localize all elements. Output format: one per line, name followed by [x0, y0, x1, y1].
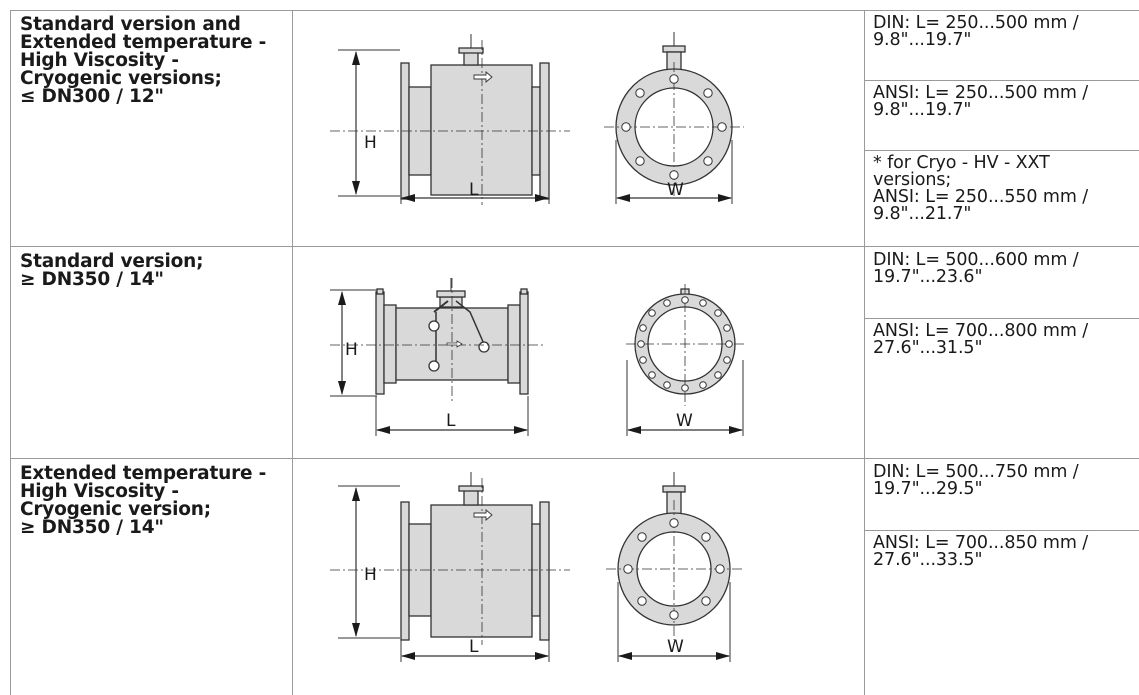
dim-divider	[864, 318, 1139, 319]
dim-cryo-note-row-1: * for Cryo - HV - XXT versions; ANSI: L=…	[873, 153, 1135, 224]
width-label: W	[667, 180, 684, 200]
dim-divider	[864, 530, 1139, 531]
dim-line: ANSI: L= 700...800 mm /	[873, 321, 1089, 341]
title-line: ≥ DN350 / 14"	[20, 517, 164, 538]
dim-divider	[864, 80, 1139, 81]
row-1-title: Standard version and Extended temperatur…	[20, 14, 290, 107]
dim-din-row-1: DIN: L= 250...500 mm / 9.8"...19.7"	[873, 13, 1135, 50]
row-2-title: Standard version; ≥ DN350 / 14"	[20, 251, 290, 290]
dim-line: 9.8"...19.7"	[873, 30, 972, 50]
dim-line: 19.7"...23.6"	[873, 267, 983, 287]
column-divider-left	[10, 10, 11, 695]
width-label: W	[667, 637, 684, 657]
row-divider-1	[10, 246, 1139, 247]
dim-line: DIN: L= 500...750 mm /	[873, 462, 1079, 482]
title-line: Standard version;	[20, 251, 204, 272]
title-line: ≤ DN300 / 12"	[20, 86, 164, 107]
dim-ansi-row-3: ANSI: L= 700...850 mm / 27.6"...33.5"	[873, 533, 1135, 570]
row-divider-2	[10, 458, 1139, 459]
title-line: Standard version and	[20, 14, 241, 35]
length-label: L	[469, 637, 479, 657]
dim-line: 19.7"...29.5"	[873, 479, 983, 499]
column-divider-2	[864, 10, 865, 695]
height-label: H	[345, 340, 358, 360]
dim-line: * for Cryo - HV - XXT	[873, 153, 1050, 173]
dim-line: ANSI: L= 250...550 mm /	[873, 187, 1089, 207]
dim-din-row-3: DIN: L= 500...750 mm / 19.7"...29.5"	[873, 462, 1135, 499]
dim-line: DIN: L= 250...500 mm /	[873, 13, 1079, 33]
length-label: L	[446, 411, 456, 431]
title-line: High Viscosity -	[20, 50, 179, 71]
title-line: Cryogenic version;	[20, 499, 211, 520]
row-3-title: Extended temperature - High Viscosity - …	[20, 463, 290, 538]
dim-divider	[864, 150, 1139, 151]
dim-line: 9.8"...19.7"	[873, 100, 972, 120]
flowmeter-drawing-row-2: H L W	[330, 278, 744, 436]
title-line: Cryogenic versions;	[20, 68, 222, 89]
flowmeter-drawing-row-3: H L W	[330, 472, 742, 662]
title-line: High Viscosity -	[20, 481, 179, 502]
dim-line: ANSI: L= 250...500 mm /	[873, 83, 1089, 103]
row-divider-top	[10, 10, 1139, 11]
column-divider-1	[292, 10, 293, 695]
dim-line: 9.8"...21.7"	[873, 204, 972, 224]
dim-ansi-row-1: ANSI: L= 250...500 mm / 9.8"...19.7"	[873, 83, 1135, 120]
height-label: H	[364, 565, 377, 585]
dim-ansi-row-2: ANSI: L= 700...800 mm / 27.6"...31.5"	[873, 321, 1135, 358]
width-label: W	[676, 411, 693, 431]
dim-line: 27.6"...33.5"	[873, 550, 983, 570]
title-line: Extended temperature -	[20, 32, 267, 53]
dim-line: ANSI: L= 700...850 mm /	[873, 533, 1089, 553]
dim-line: versions;	[873, 170, 952, 190]
title-line: Extended temperature -	[20, 463, 267, 484]
title-line: ≥ DN350 / 14"	[20, 269, 164, 290]
flowmeter-drawing-row-1: H L W	[330, 32, 744, 205]
dim-line: 27.6"...31.5"	[873, 338, 983, 358]
dim-din-row-2: DIN: L= 500...600 mm / 19.7"...23.6"	[873, 250, 1135, 287]
height-label: H	[364, 133, 377, 153]
length-label: L	[469, 180, 479, 200]
dim-line: DIN: L= 500...600 mm /	[873, 250, 1079, 270]
